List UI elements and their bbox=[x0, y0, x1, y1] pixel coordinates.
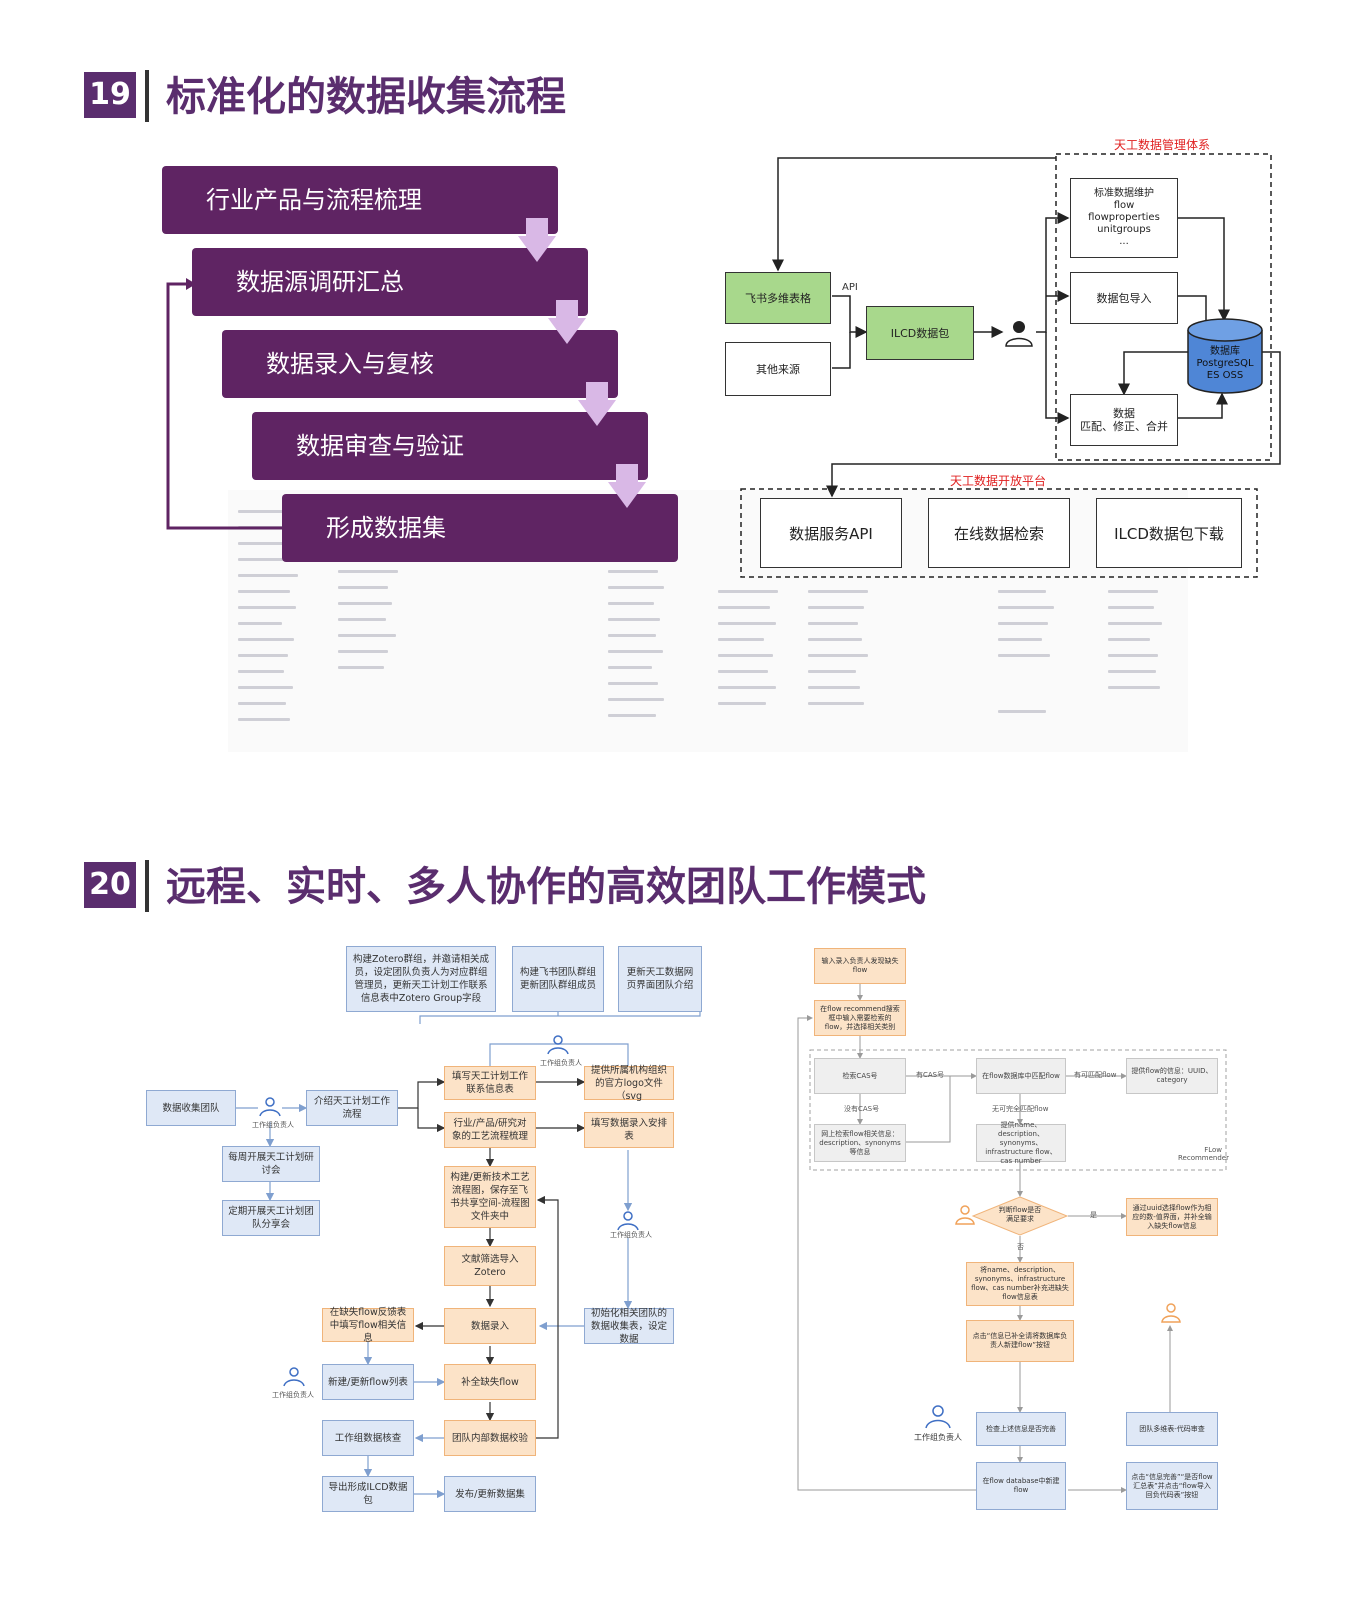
team-review-box: 团队多维表-代码审查 bbox=[1126, 1412, 1218, 1446]
leader-icon bbox=[617, 1211, 639, 1231]
ilcd-download-box: ILCD数据包下载 bbox=[1096, 498, 1242, 568]
regular-sharing-box: 定期开展天工计划团队分享会 bbox=[222, 1200, 320, 1236]
person-icon bbox=[955, 1205, 975, 1225]
section-20-divider bbox=[145, 860, 149, 912]
cas-yes-label: 有CAS号 bbox=[916, 1071, 945, 1079]
check-info-box: 检查上述信息是否完善 bbox=[976, 1412, 1066, 1446]
section-20-number: 20 bbox=[84, 862, 136, 908]
api-label: API bbox=[842, 282, 858, 293]
click-new-flow-box: 点击“信息已补全请将数据库负责人新建flow”按钮 bbox=[966, 1320, 1074, 1362]
leader-label: 工作组负责人 bbox=[540, 1059, 582, 1067]
leader-icon bbox=[283, 1367, 305, 1387]
match-found-label: 有可匹配flow bbox=[1074, 1071, 1117, 1079]
intro-workflow-box: 介绍天工计划工作流程 bbox=[306, 1090, 398, 1126]
std-maintain-flowproperties: flowproperties bbox=[1088, 212, 1160, 223]
other-sources-box: 其他来源 bbox=[725, 342, 831, 396]
industry-process-box: 行业/产品/研究对象的工艺流程梳理 bbox=[444, 1112, 536, 1148]
data-service-api-box: 数据服务API bbox=[760, 498, 902, 568]
leader-label: 工作组负责人 bbox=[610, 1231, 652, 1239]
std-maintain-unitgroups: unitgroups bbox=[1097, 224, 1151, 235]
publish-dataset-box: 发布/更新数据集 bbox=[444, 1476, 536, 1512]
db-title: 数据库 bbox=[1210, 346, 1240, 357]
new-flow-list-box: 新建/更新flow列表 bbox=[322, 1364, 414, 1400]
export-ilcd-box: 导出形成ILCD数据包 bbox=[322, 1476, 414, 1512]
zotero-group-box: 构建Zotero群组，并邀请相关成员，设定团队负责人为对应群组管理员，更新天工计… bbox=[346, 946, 496, 1012]
judge-yes-label: 是 bbox=[1090, 1211, 1097, 1219]
judge-no-label: 否 bbox=[1017, 1243, 1024, 1251]
check-cas-box: 检索CAS号 bbox=[814, 1058, 906, 1094]
leader-icon bbox=[547, 1035, 569, 1055]
web-intro-box: 更新天工数据网页界面团队介绍 bbox=[618, 946, 702, 1012]
step-data-source-survey: 数据源调研汇总 bbox=[192, 248, 588, 316]
no-match-label: 无可完全匹配flow bbox=[992, 1105, 1049, 1113]
leader-icon bbox=[925, 1405, 951, 1429]
step-data-entry-review: 数据录入与复核 bbox=[222, 330, 618, 398]
step-industry-process: 行业产品与流程梳理 bbox=[162, 166, 558, 234]
std-maintain-flow: flow bbox=[1113, 200, 1135, 211]
leader-label: 工作组负责人 bbox=[272, 1391, 314, 1399]
online-search-box: 在线数据检索 bbox=[928, 498, 1070, 568]
uuid-choose-box: 通过uuid选择flow作为相应的数-值界面，并补全输入缺失flow信息 bbox=[1126, 1198, 1218, 1236]
group-data-check-box: 工作组数据核查 bbox=[322, 1420, 414, 1456]
data-collection-team-box: 数据收集团队 bbox=[146, 1090, 236, 1126]
database-icon bbox=[1187, 318, 1263, 394]
recommender-label: FLow Recommender bbox=[1178, 1146, 1229, 1162]
section-19-title: 标准化的数据收集流程 bbox=[166, 74, 566, 120]
database-label: 数据库 PostgreSQL ES OSS bbox=[1186, 346, 1264, 382]
init-collection-table-box: 初始化相关团队的数据收集表，设定数据 bbox=[584, 1308, 674, 1345]
person-icon bbox=[1161, 1303, 1181, 1323]
open-platform-label: 天工数据开放平台 bbox=[950, 474, 1047, 488]
fill-contact-info-box: 填写天工计划工作联系信息表 bbox=[444, 1066, 536, 1100]
build-flowchart-box: 构建/更新技术工艺流程图，保存至飞书共享空间-流程图文件夹中 bbox=[444, 1166, 536, 1228]
code-review-box: 点击“信息完善”“是否flow汇总表”并点击“flow导入回负代码表”按钮 bbox=[1126, 1462, 1218, 1510]
leader-label: 工作组负责人 bbox=[914, 1433, 962, 1442]
judge-flow-label: 判断flow是否满足要求 bbox=[998, 1206, 1042, 1223]
data-ops-detail: 匹配、修正、合并 bbox=[1080, 420, 1168, 433]
literature-screening-box: 文献筛选导入Zotero bbox=[444, 1246, 536, 1286]
feishu-group-box: 构建飞书团队群组更新团队群组成员 bbox=[512, 946, 604, 1012]
package-import-box: 数据包导入 bbox=[1070, 272, 1178, 324]
data-entry-box: 数据录入 bbox=[444, 1308, 536, 1344]
fill-missing-info-box: 将name、description、synonyms、infrastructur… bbox=[966, 1262, 1074, 1306]
input-missing-flow-box: 输入录入负责人发现缺失flow bbox=[814, 948, 906, 984]
section-19-number: 19 bbox=[84, 72, 136, 118]
match-in-db-box: 在flow数据库中匹配flow bbox=[976, 1058, 1066, 1094]
db-es-oss: ES OSS bbox=[1206, 370, 1244, 381]
data-operations-box: 数据 匹配、修正、合并 bbox=[1070, 394, 1178, 446]
management-system-label: 天工数据管理体系 bbox=[1114, 138, 1211, 152]
provide-name-box: 提供name、description、synonyms、infrastructu… bbox=[976, 1121, 1066, 1165]
step-data-audit: 数据审查与验证 bbox=[252, 412, 648, 480]
decision-diamond bbox=[971, 1196, 1069, 1236]
team-internal-check-box: 团队内部数据校验 bbox=[444, 1420, 536, 1456]
web-search-box: 网上检索flow相关信息：description、synonyms等信息 bbox=[814, 1124, 906, 1162]
section-20-title: 远程、实时、多人协作的高效团队工作模式 bbox=[166, 864, 926, 910]
provide-logo-box: 提供所属机构组织的官方logo文件（svg bbox=[584, 1065, 674, 1102]
step-dataset: 形成数据集 bbox=[282, 494, 678, 562]
entry-schedule-box: 填写数据录入安排表 bbox=[584, 1112, 674, 1148]
standard-data-maintenance-box: 标准数据维护 flow flowproperties unitgroups ..… bbox=[1070, 178, 1178, 258]
feishu-table-box: 飞书多维表格 bbox=[725, 272, 831, 324]
person-icon bbox=[1005, 321, 1033, 347]
missing-flow-feedback-box: 在缺失flow反馈表中填写flow相关信息 bbox=[322, 1307, 414, 1344]
leader-label: 工作组负责人 bbox=[252, 1121, 294, 1129]
std-maintain-more: ... bbox=[1119, 236, 1129, 247]
provide-uuid-box: 提供flow的信息：UUID、category bbox=[1126, 1058, 1218, 1094]
leader-icon bbox=[259, 1097, 281, 1117]
flow-recommend-search-box: 在flow recommend搜索框中输入需要检索的flow，并选择相关类别 bbox=[814, 1000, 906, 1036]
create-flow-db-box: 在flow database中新建flow bbox=[976, 1462, 1066, 1510]
db-postgres: PostgreSQL bbox=[1196, 358, 1254, 369]
std-maintain-title: 标准数据维护 bbox=[1094, 188, 1154, 199]
section-19-divider bbox=[145, 70, 149, 122]
ilcd-package-box: ILCD数据包 bbox=[866, 306, 974, 360]
data-ops-title: 数据 bbox=[1113, 407, 1135, 420]
cas-no-label: 没有CAS号 bbox=[844, 1105, 880, 1113]
weekly-seminar-box: 每周开展天工计划研讨会 bbox=[222, 1146, 320, 1182]
complete-missing-flow-box: 补全缺失flow bbox=[444, 1364, 536, 1400]
